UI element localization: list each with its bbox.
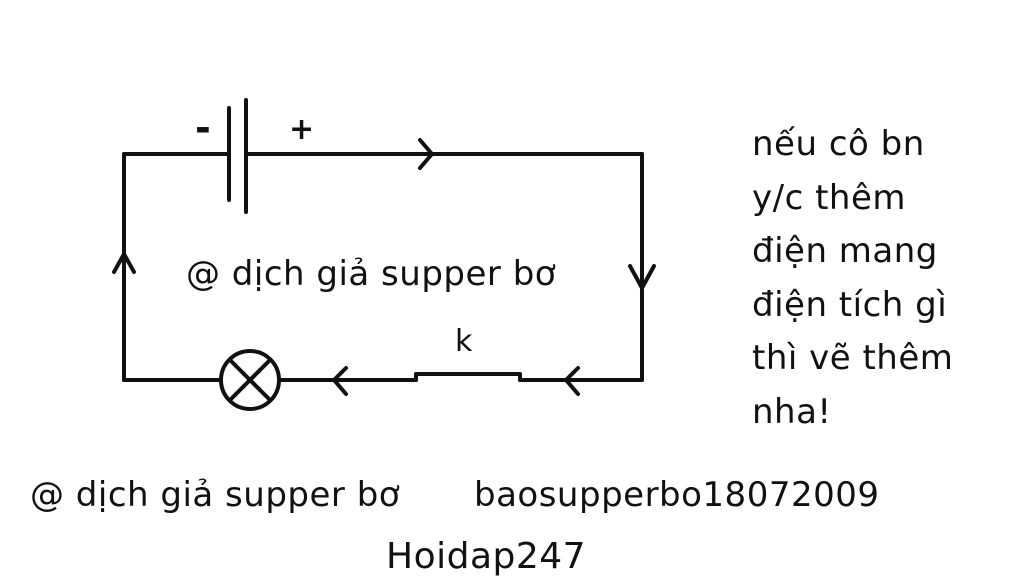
- note-line: điện mang: [752, 231, 938, 271]
- site-name: Hoidap247: [386, 536, 587, 577]
- note-line: điện tích gì: [752, 284, 948, 325]
- arrow-left-up: [112, 252, 136, 274]
- switch-k: [414, 372, 522, 382]
- note-text: nếu cô bn y/c thêm điện mang điện tích g…: [752, 118, 1012, 439]
- arrow-bottom-left-1: [564, 366, 580, 396]
- arrow-bottom-left-2: [332, 366, 348, 396]
- note-line: nếu cô bn: [752, 124, 925, 164]
- switch-label: k: [455, 324, 473, 359]
- battery-negative-sign: -: [195, 106, 211, 150]
- watermark-center: @ dịch giả supper bơ: [186, 254, 557, 294]
- arrow-right-down: [628, 264, 656, 290]
- note-line: thì vẽ thêm: [752, 338, 954, 378]
- note-line: nha!: [752, 391, 832, 432]
- credit-author: @ dịch giả supper bơ: [30, 475, 401, 515]
- credit-username: baosupperbo18072009: [474, 475, 880, 515]
- battery-positive-sign: +: [289, 112, 315, 147]
- note-line: y/c thêm: [752, 177, 906, 218]
- arrow-top-right: [418, 138, 434, 170]
- lamp-symbol: [219, 349, 281, 411]
